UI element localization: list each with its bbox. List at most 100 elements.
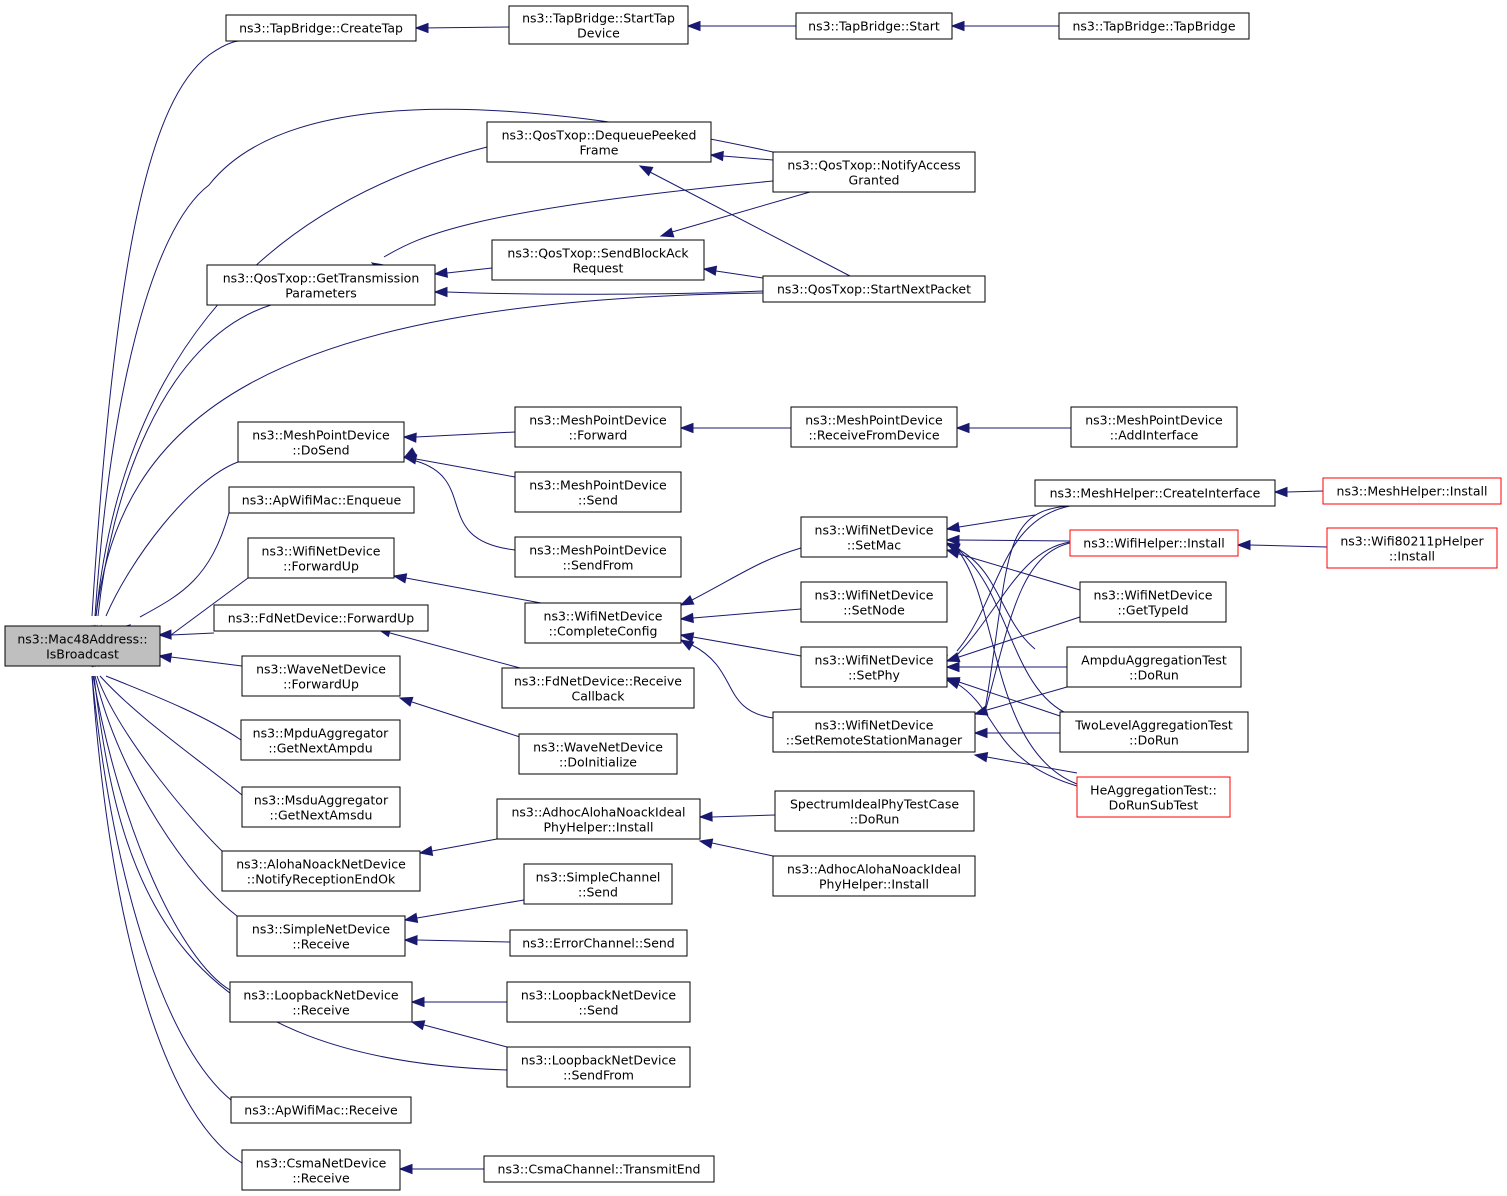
node-adhoc-install2[interactable]: ns3::AdhocAlohaNoackIdealPhyHelper::Inst… bbox=[772, 855, 976, 897]
node-ap-enqueue[interactable]: ns3::ApWifiMac::Enqueue bbox=[228, 486, 415, 514]
node-label: ::Send bbox=[579, 1003, 619, 1018]
node-mp-addinterface[interactable]: ns3::MeshPointDevice::AddInterface bbox=[1070, 406, 1238, 448]
call-edge bbox=[945, 548, 1081, 591]
node-tb-tapbridge[interactable]: ns3::TapBridge::TapBridge bbox=[1058, 12, 1250, 40]
node-cs-receive[interactable]: ns3::CsmaNetDevice::Receive bbox=[241, 1149, 401, 1191]
node-label: ::Forward bbox=[569, 428, 628, 443]
node-mp-send[interactable]: ns3::MeshPointDevice::Send bbox=[514, 471, 682, 513]
call-edge bbox=[973, 752, 1078, 774]
node-tb-start[interactable]: ns3::TapBridge::Start bbox=[795, 12, 953, 40]
node-tb-createtap[interactable]: ns3::TapBridge::CreateTap bbox=[225, 14, 417, 42]
arrowhead-icon bbox=[679, 422, 694, 434]
node-wh-install[interactable]: ns3::WifiHelper::Install bbox=[1069, 529, 1239, 557]
node-wd-setrsm[interactable]: ns3::WifiNetDevice::SetRemoteStationMana… bbox=[772, 711, 976, 753]
node-label: ns3::WaveNetDevice bbox=[256, 662, 386, 677]
node-label: ::CompleteConfig bbox=[549, 624, 658, 639]
node-aloha-notify[interactable]: ns3::AlohaNoackNetDevice::NotifyReceptio… bbox=[221, 850, 421, 892]
node-label: ns3::WifiNetDevice bbox=[1094, 588, 1213, 603]
node-label: SpectrumIdealPhyTestCase bbox=[790, 797, 959, 812]
node-label: ns3::AlohaNoackNetDevice bbox=[236, 857, 406, 872]
arrowhead-icon bbox=[418, 845, 434, 856]
node-ap-receive[interactable]: ns3::ApWifiMac::Receive bbox=[230, 1096, 412, 1124]
node-msdu-agg[interactable]: ns3::MsduAggregator::GetNextAmsdu bbox=[241, 786, 401, 828]
node-wd-setnode[interactable]: ns3::WifiNetDevice::SetNode bbox=[800, 581, 948, 623]
call-edge bbox=[945, 679, 1078, 787]
call-edge bbox=[84, 655, 242, 741]
node-mpdu-agg[interactable]: ns3::MpduAggregator::GetNextAmpdu bbox=[240, 719, 401, 761]
node-label: ns3::WifiNetDevice bbox=[815, 588, 934, 603]
node-wd-forwardup[interactable]: ns3::WifiNetDevice::ForwardUp bbox=[247, 537, 395, 579]
node-root[interactable]: ns3::Mac48Address::IsBroadcast bbox=[4, 625, 161, 667]
node-label: ns3::LoopbackNetDevice bbox=[521, 988, 676, 1003]
node-ec-send[interactable]: ns3::ErrorChannel::Send bbox=[509, 929, 688, 957]
node-label: ns3::ApWifiMac::Enqueue bbox=[242, 493, 402, 508]
node-label: Request bbox=[573, 261, 624, 276]
call-edge bbox=[82, 653, 243, 796]
node-label: ::DoSend bbox=[292, 443, 349, 458]
node-label: ::SetNode bbox=[843, 603, 905, 618]
node-w80211p-install[interactable]: ns3::Wifi80211pHelper::Install bbox=[1326, 527, 1498, 569]
call-edge bbox=[157, 652, 243, 667]
call-edge bbox=[82, 652, 223, 852]
node-label: ::Receive bbox=[292, 1171, 350, 1186]
arrowhead-icon bbox=[679, 594, 695, 606]
call-edge bbox=[418, 838, 498, 856]
node-wave-doinit[interactable]: ns3::WaveNetDevice::DoInitialize bbox=[518, 733, 678, 775]
node-snd-receive[interactable]: ns3::SimpleNetDevice::Receive bbox=[236, 915, 406, 957]
arrowhead-icon bbox=[698, 811, 713, 822]
node-label: Granted bbox=[849, 173, 900, 188]
node-adhoc-install1[interactable]: ns3::AdhocAlohaNoackIdealPhyHelper::Inst… bbox=[496, 798, 701, 840]
call-edge bbox=[945, 542, 1078, 785]
node-mh-createif[interactable]: ns3::MeshHelper::CreateInterface bbox=[1034, 479, 1276, 507]
node-label: ::Install bbox=[1389, 549, 1435, 564]
call-edge bbox=[402, 431, 516, 443]
node-label: ::SendFrom bbox=[563, 1068, 634, 1083]
node-label: ns3::MeshPointDevice bbox=[1085, 413, 1223, 428]
node-label: ns3::CsmaNetDevice bbox=[256, 1156, 387, 1171]
node-qt-startnext[interactable]: ns3::QosTxop::StartNextPacket bbox=[762, 275, 986, 303]
arrowhead-icon bbox=[157, 629, 172, 640]
call-edge bbox=[116, 512, 230, 637]
arrowhead-icon bbox=[402, 447, 418, 459]
node-wd-setmac[interactable]: ns3::WifiNetDevice::SetMac bbox=[800, 516, 948, 558]
arrowhead-icon bbox=[950, 20, 965, 32]
node-he-test[interactable]: HeAggregationTest::DoRunSubTest bbox=[1076, 776, 1231, 818]
node-mp-receivefrom[interactable]: ns3::MeshPointDevice::ReceiveFromDevice bbox=[790, 406, 958, 448]
call-edge bbox=[403, 934, 511, 946]
node-label: ns3::WifiNetDevice bbox=[815, 523, 934, 538]
node-lb-send[interactable]: ns3::LoopbackNetDevice::Send bbox=[506, 981, 691, 1023]
node-lb-receive[interactable]: ns3::LoopbackNetDevice::Receive bbox=[229, 981, 413, 1023]
node-mp-sendfrom[interactable]: ns3::MeshPointDevice::SendFrom bbox=[514, 536, 682, 578]
node-label: ns3::WifiNetDevice bbox=[815, 718, 934, 733]
node-ampdu-test[interactable]: AmpduAggregationTest::DoRun bbox=[1066, 646, 1242, 688]
node-twolevel-test[interactable]: TwoLevelAggregationTest::DoRun bbox=[1059, 711, 1249, 753]
node-lb-sendfrom[interactable]: ns3::LoopbackNetDevice::SendFrom bbox=[506, 1046, 691, 1088]
node-wd-setphy[interactable]: ns3::WifiNetDevice::SetPhy bbox=[800, 646, 948, 688]
node-wave-forwardup[interactable]: ns3::WaveNetDevice::ForwardUp bbox=[241, 655, 401, 697]
node-mp-forward[interactable]: ns3::MeshPointDevice::Forward bbox=[514, 406, 682, 448]
arrowhead-icon bbox=[410, 1020, 426, 1031]
node-sc-send[interactable]: ns3::SimpleChannel::Send bbox=[523, 863, 673, 905]
node-label: ns3::FdNetDevice::Receive bbox=[514, 674, 682, 689]
node-mh-install[interactable]: ns3::MeshHelper::Install bbox=[1322, 477, 1502, 505]
node-label: ns3::MeshHelper::CreateInterface bbox=[1050, 486, 1261, 501]
node-label: ::SetMac bbox=[847, 538, 901, 553]
node-wd-gettypeid[interactable]: ns3::WifiNetDevice::GetTypeId bbox=[1079, 581, 1227, 623]
node-label: ns3::MsduAggregator bbox=[254, 793, 389, 808]
node-label: ns3::Wifi80211pHelper bbox=[1340, 534, 1484, 549]
node-cc-transmitend[interactable]: ns3::CsmaChannel::TransmitEnd bbox=[483, 1155, 715, 1183]
node-wd-complete[interactable]: ns3::WifiNetDevice::CompleteConfig bbox=[524, 602, 682, 644]
node-label: ns3::WifiNetDevice bbox=[262, 544, 381, 559]
node-fd-forwardup[interactable]: ns3::FdNetDevice::ForwardUp bbox=[213, 604, 429, 632]
node-mp-dosend[interactable]: ns3::MeshPointDevice::DoSend bbox=[237, 421, 405, 463]
arrowhead-icon bbox=[414, 22, 429, 34]
call-edge bbox=[709, 150, 774, 162]
node-spectrum-test[interactable]: SpectrumIdealPhyTestCase::DoRun bbox=[774, 790, 975, 832]
node-label: ns3::WifiNetDevice bbox=[544, 609, 663, 624]
